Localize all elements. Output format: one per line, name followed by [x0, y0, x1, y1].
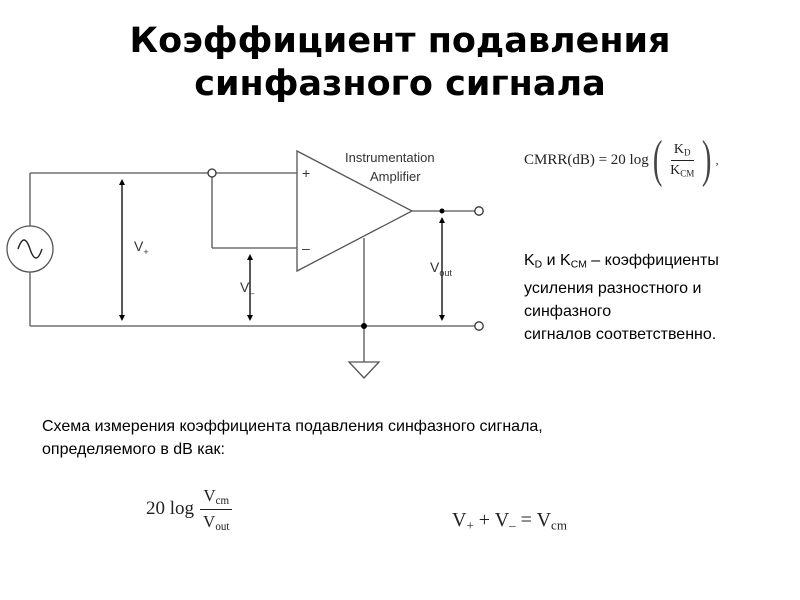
log-fraction: Vcm Vout [200, 486, 233, 533]
cmrr-numerator: KD [670, 142, 694, 161]
coefficient-description: KD и KCM – коэффициенты усиления разност… [524, 249, 794, 346]
caption-line-1: Схема измерения коэффициента подавления … [42, 418, 543, 435]
diagram-caption: Схема измерения коэффициента подавления … [42, 415, 762, 461]
slide-title: Коэффициент подавления синфазного сигнал… [0, 20, 800, 106]
common-mode-sum-formula: V+ + V– = Vcm [452, 509, 567, 533]
output-terminal [474, 206, 484, 216]
amp-label-line-1: Instrumentation [345, 150, 435, 165]
junction-ground [361, 323, 367, 329]
title-line-1: Коэффициент подавления [129, 21, 671, 61]
cmrr-fraction: KD KCM [667, 142, 697, 179]
v-minus-label: V– [240, 279, 254, 298]
description-line-2: усиления разностного и [524, 279, 702, 297]
description-line-1: KD и KCM – коэффициенты [524, 252, 719, 271]
log-denominator: Vout [203, 511, 230, 533]
ground-symbol [347, 361, 381, 379]
circuit-diagram: Instrumentation Amplifier + – V+ V– Vout [6, 149, 484, 379]
plus-input-sign: + [302, 165, 310, 181]
v-plus-label: V+ [134, 238, 149, 257]
v-out-label: Vout [430, 259, 452, 278]
minus-input-sign: – [302, 240, 310, 256]
junction-top [207, 168, 217, 178]
log-numerator: Vcm [200, 486, 233, 510]
cmrr-lhs: CMRR(dB) = 20 log [524, 151, 649, 168]
log-ratio-formula: 20 log Vcm Vout [146, 486, 233, 533]
cmrr-denominator: KCM [670, 162, 695, 178]
right-paren: ) [702, 131, 712, 188]
description-line-3: синфазного [524, 302, 612, 320]
left-paren: ( [652, 131, 663, 188]
amp-label-line-2: Amplifier [370, 169, 421, 184]
cmrr-formula: CMRR(dB) = 20 log ( KD KCM ) , [524, 132, 719, 188]
log-prefix: 20 log [146, 498, 195, 520]
description-line-4: сигналов соответственно. [524, 325, 717, 343]
title-line-2: синфазного сигнала [194, 64, 606, 104]
ac-source-sine-icon [17, 239, 43, 259]
cmrr-tail: , [715, 152, 719, 167]
amplifier-triangle [296, 149, 414, 273]
junction-output [439, 208, 445, 214]
caption-line-2: определяемого в dB как: [42, 441, 225, 458]
bottom-terminal [474, 321, 484, 331]
